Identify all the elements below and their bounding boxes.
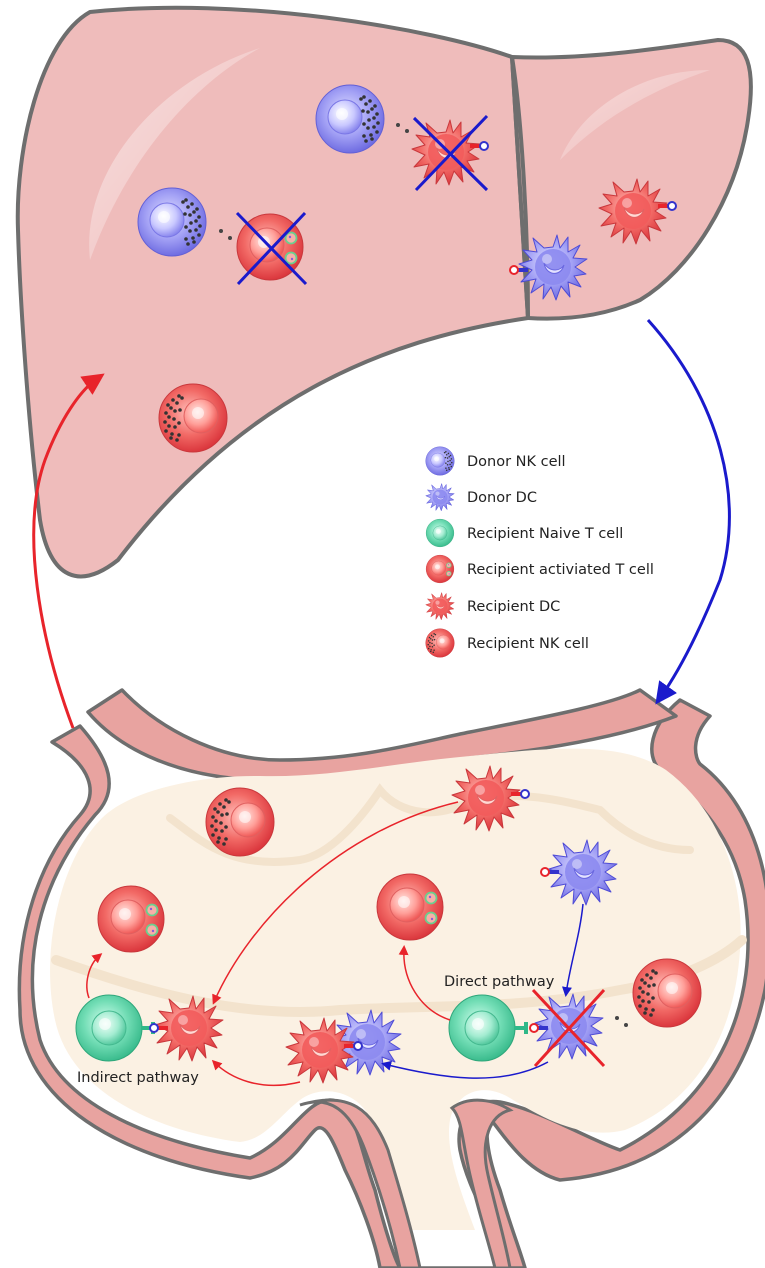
arrow-recipient-dc-to-indirect xyxy=(211,1059,301,1087)
migration-arrows xyxy=(32,318,731,729)
legend-item-recipient-naive-t: Recipient Naive T cell xyxy=(425,518,623,548)
legend-label: Donor NK cell xyxy=(467,454,566,470)
legend-label: Recipient Naive T cell xyxy=(467,526,623,542)
recipient-activated-t-cell xyxy=(376,873,444,941)
liver-right-lobe xyxy=(15,5,530,579)
blue-x-mark xyxy=(412,114,489,192)
legend-item-donor-dc: Donor DC xyxy=(425,483,537,512)
pathway-arrows xyxy=(86,801,584,1087)
legend-item-recipient-activated-t: Recipient activiated T cell xyxy=(425,554,654,584)
liver-shine-left xyxy=(560,70,710,160)
liver-cells xyxy=(137,84,677,453)
indirect-pathway-label: Indirect pathway xyxy=(77,1070,199,1086)
arrow-node-to-liver xyxy=(32,373,105,729)
liver xyxy=(15,5,753,579)
arrow-liver-to-node xyxy=(646,318,731,705)
arrow-donor-dc-to-direct xyxy=(562,903,584,997)
recipient-naive-t-cell xyxy=(448,994,516,1062)
legend-item-donor-nk: Donor NK cell xyxy=(425,446,566,476)
legend-label: Donor DC xyxy=(467,490,537,506)
recipient-nk-cell xyxy=(205,787,275,857)
donor-nk-cell xyxy=(315,84,385,154)
arrow-dc-to-indirect xyxy=(212,801,459,1005)
lymph-node-capsule xyxy=(17,698,765,1268)
red-x-mark xyxy=(531,988,606,1068)
arrow-donor-dc-to-recipient-dc xyxy=(381,1060,549,1079)
legend-label: Recipient DC xyxy=(467,599,560,615)
liver-shine xyxy=(89,48,260,260)
legend-label: Recipient activiated T cell xyxy=(467,562,654,578)
donor-nk-cell xyxy=(137,187,207,257)
arrow-naive-to-activated-left xyxy=(86,953,103,999)
legend-item-recipient-dc: Recipient DC xyxy=(425,592,560,621)
liver-left-lobe xyxy=(510,38,753,321)
nk-granule-dots xyxy=(615,1016,628,1027)
recipient-activated-t-cell xyxy=(97,885,165,953)
lymph-node-cells xyxy=(75,765,702,1084)
arrow-naive-to-activated-right xyxy=(398,945,451,1021)
nk-granule-dots xyxy=(396,123,409,133)
recipient-nk-cell xyxy=(632,958,702,1028)
recipient-naive-t-cell xyxy=(75,994,143,1062)
nk-granule-dots xyxy=(219,229,232,240)
direct-pathway-label: Direct pathway xyxy=(444,974,555,990)
legend: Donor NK cell Donor DC Recipient Naive T… xyxy=(425,446,654,658)
legend-item-recipient-nk: Recipient NK cell xyxy=(425,628,589,658)
blue-x-mark xyxy=(235,211,308,286)
legend-label: Recipient NK cell xyxy=(467,636,589,652)
recipient-nk-cell xyxy=(158,383,228,453)
